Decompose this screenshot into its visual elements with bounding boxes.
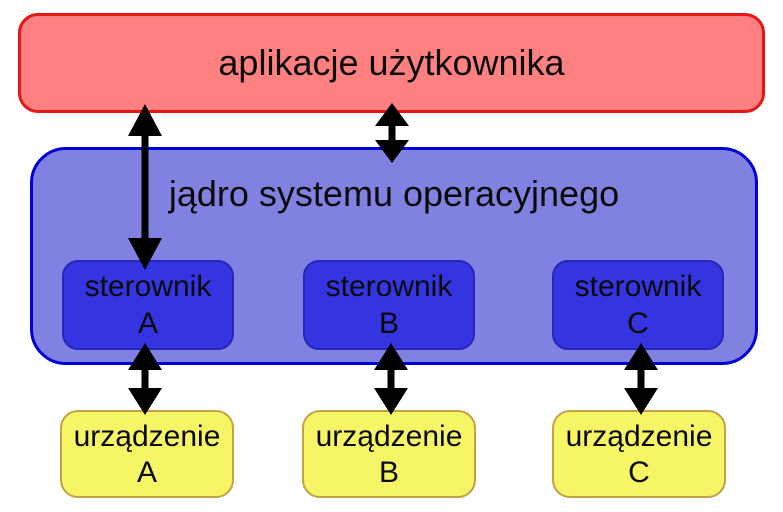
user-applications-box: aplikacje użytkownika	[18, 13, 765, 113]
driver-b-letter: B	[378, 307, 399, 340]
double-arrow-driver-b-device-b-icon	[374, 343, 408, 415]
device-b-label: urządzenie	[315, 420, 463, 453]
device-a-box: urządzenie A	[60, 410, 234, 498]
driver-b-label: sterownik	[325, 270, 453, 303]
kernel-box: jądro systemu operacyjnego sterownik A s…	[30, 147, 758, 365]
driver-a-letter: A	[137, 307, 158, 340]
driver-c-box: sterownik C	[552, 260, 724, 350]
device-a-label: urządzenie	[73, 420, 221, 453]
device-b-letter: B	[378, 456, 399, 489]
double-arrow-driver-a-device-a-icon	[128, 343, 162, 415]
driver-b-box: sterownik B	[303, 260, 475, 350]
double-arrow-driver-c-device-c-icon	[624, 343, 658, 415]
double-arrow-apps-kernel-icon	[375, 103, 409, 163]
device-c-label: urządzenie	[565, 420, 713, 453]
device-b-box: urządzenie B	[302, 410, 476, 498]
driver-a-label: sterownik	[84, 270, 212, 303]
driver-a-box: sterownik A	[62, 260, 234, 350]
driver-c-letter: C	[627, 307, 649, 340]
user-applications-label: aplikacje użytkownika	[218, 42, 565, 83]
device-a-letter: A	[136, 456, 157, 489]
device-c-letter: C	[628, 456, 650, 489]
kernel-label: jądro systemu operacyjnego	[168, 173, 620, 214]
driver-c-label: sterownik	[574, 270, 702, 303]
device-c-box: urządzenie C	[552, 410, 726, 498]
double-arrow-apps-driver-a-icon	[128, 104, 162, 270]
